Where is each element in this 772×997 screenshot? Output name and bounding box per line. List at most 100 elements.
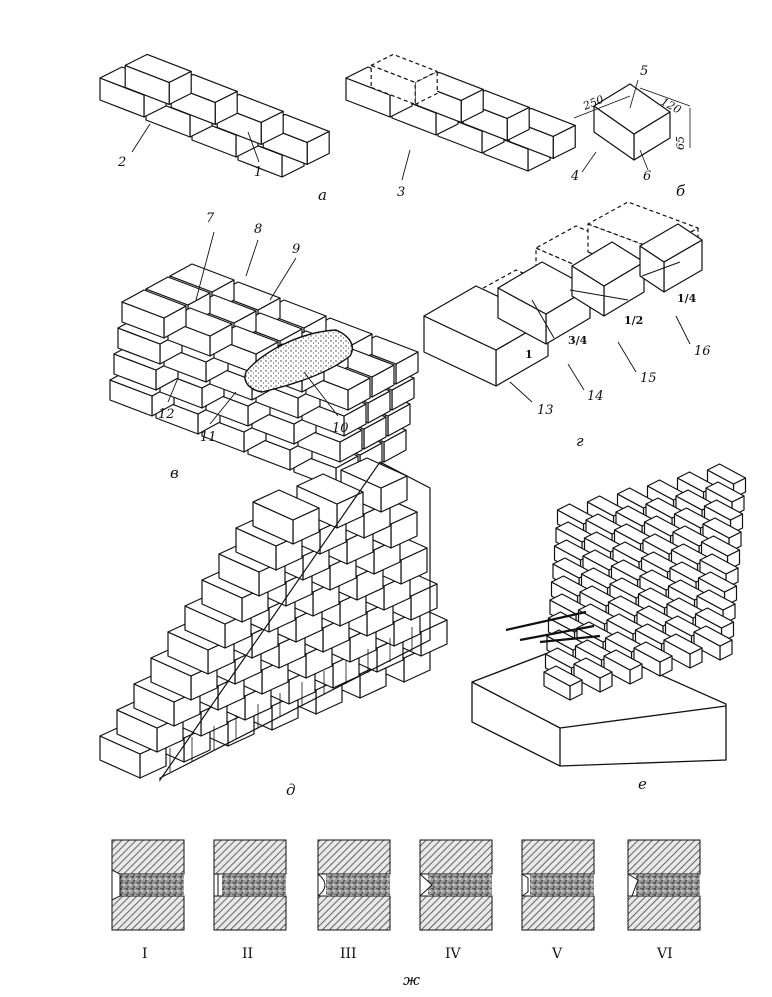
joint-top-brick-2 — [213, 839, 287, 875]
cut-line-1 — [531, 299, 555, 339]
leader-7 — [195, 231, 215, 301]
callout-14: 14 — [587, 389, 604, 404]
brick-e-0-3 — [633, 641, 673, 677]
cut-line-3 — [641, 261, 681, 277]
panel-d-letter: д — [286, 781, 296, 799]
joint-mortar-6 — [636, 874, 700, 896]
brick-d-9-0 — [252, 489, 320, 545]
brick-a2-1-0 — [370, 53, 438, 106]
panel-g-letter: г — [576, 432, 584, 450]
joint-bottom-brick-5 — [521, 895, 595, 931]
leader-10 — [303, 371, 339, 417]
joint-mortar-2 — [222, 874, 286, 896]
cut-line-2 — [569, 289, 629, 301]
joint-profile-2 — [213, 839, 287, 931]
leader-1 — [247, 131, 260, 163]
joint-profile-4 — [419, 839, 493, 931]
joint-mortar-3 — [326, 874, 390, 896]
panel-zh-letter: ж — [403, 971, 420, 989]
joint-label-3: III — [340, 946, 357, 962]
joint-bottom-brick-6 — [627, 895, 701, 931]
panel-v-letter: в — [170, 464, 179, 482]
fraction-quarter: 1/4 — [677, 292, 697, 305]
leader-4 — [581, 151, 597, 173]
leader-13 — [509, 381, 533, 403]
panel-g — [423, 201, 703, 403]
leader-12 — [167, 377, 179, 403]
joint-cut-6 — [627, 873, 639, 897]
leader-9 — [269, 257, 297, 301]
callout-12: 12 — [158, 407, 175, 422]
joint-profile-6 — [627, 839, 701, 931]
piece-quarter — [639, 223, 703, 293]
panel-a-letter: а — [318, 186, 327, 204]
callout-13: 13 — [537, 403, 554, 418]
rebar-2 — [519, 624, 595, 642]
joint-label-2: II — [242, 946, 253, 962]
panel-a — [99, 53, 576, 181]
joint-bottom-brick-3 — [317, 895, 391, 931]
joint-top-brick-3 — [317, 839, 391, 875]
joint-label-1: I — [142, 946, 148, 962]
callout-7: 7 — [206, 211, 215, 226]
callout-16: 16 — [694, 344, 711, 359]
joint-profile-3 — [317, 839, 391, 931]
callout-8: 8 — [254, 222, 262, 237]
dim-65: 65 — [674, 136, 687, 150]
joint-mortar-4 — [428, 874, 492, 896]
panel-v — [109, 231, 419, 489]
rebar-1 — [505, 610, 587, 632]
leader-2 — [131, 123, 151, 153]
brick-single — [593, 83, 671, 161]
callout-15: 15 — [640, 371, 657, 386]
joint-cut-3 — [317, 872, 326, 898]
mortar-bed — [244, 329, 354, 393]
joint-label-5: V — [551, 946, 563, 962]
leader-16 — [675, 315, 691, 345]
slab-edge-3 — [559, 705, 727, 729]
panel-d — [99, 457, 448, 782]
callout-1: 1 — [254, 165, 262, 180]
brick-e-0-0 — [543, 665, 583, 701]
panel-b — [573, 79, 691, 173]
joint-bottom-brick-2 — [213, 895, 287, 931]
joint-profile-1 — [111, 839, 185, 931]
joint-cut-1 — [111, 869, 121, 901]
brick-v-3-0-0 — [121, 289, 187, 339]
leader-6 — [639, 149, 649, 171]
joint-bottom-brick-1 — [111, 895, 185, 931]
panel-e-letter: е — [638, 775, 647, 793]
joint-label-4: IV — [445, 946, 462, 962]
joint-mortar-5 — [530, 874, 594, 896]
joint-label-6: VI — [656, 946, 673, 962]
panel-b-letter: б — [676, 182, 686, 200]
joint-profile-5 — [521, 839, 595, 931]
leader-5 — [629, 79, 639, 109]
joint-top-brick-1 — [111, 839, 185, 875]
leader-3 — [401, 149, 411, 181]
callout-10: 10 — [332, 421, 349, 436]
joint-top-brick-6 — [627, 839, 701, 875]
piece-three-quarter — [497, 261, 591, 345]
callout-9: 9 — [292, 242, 300, 257]
callout-5: 5 — [640, 64, 648, 79]
joint-top-brick-4 — [419, 839, 493, 875]
wall-face-d — [159, 461, 431, 782]
brick-e-0-4 — [663, 633, 703, 669]
callout-2: 2 — [117, 155, 126, 170]
fraction-half: 1/2 — [624, 314, 643, 327]
fraction-whole: 1 — [525, 348, 533, 361]
brick-a1-1-0 — [124, 53, 192, 106]
joint-mortar-1 — [120, 874, 184, 896]
panel-zh — [111, 839, 701, 931]
brick-e-0-1 — [573, 657, 613, 693]
callout-4: 4 — [570, 169, 579, 184]
labels: а 2 1 3 б 5 4 6 250 120 65 в 7 8 9 12 11… — [117, 64, 711, 989]
fraction-three-quarter: 3/4 — [568, 334, 588, 347]
leader-11 — [209, 391, 237, 425]
leader-15 — [617, 341, 637, 373]
joint-cut-5 — [521, 873, 529, 897]
dim-line-250 — [573, 95, 631, 119]
joint-bottom-brick-4 — [419, 895, 493, 931]
